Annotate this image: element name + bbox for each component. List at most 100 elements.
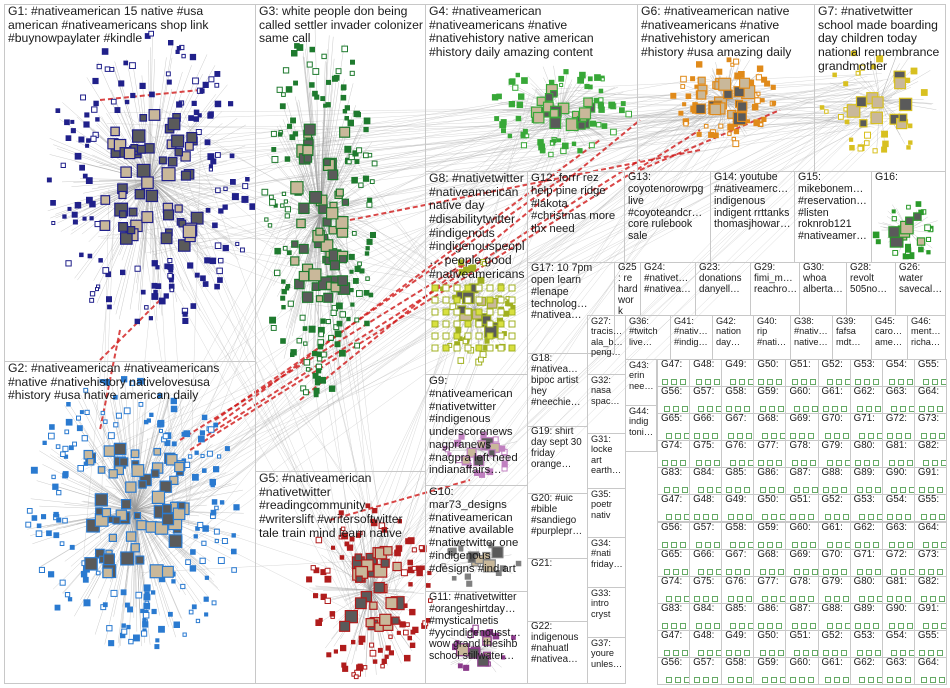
node-marker bbox=[760, 487, 767, 494]
node-marker bbox=[824, 433, 831, 440]
group-caption-g87: G87: bbox=[789, 602, 811, 614]
node-marker bbox=[760, 568, 767, 575]
group-caption-g34: G34: #nati friday… bbox=[591, 538, 623, 569]
group-panel-g22: G22: indigenous #nahuatl #nativea… bbox=[527, 621, 588, 684]
group-panel-g60: G60: bbox=[785, 386, 819, 415]
node-marker bbox=[872, 379, 879, 386]
node-marker bbox=[801, 460, 808, 467]
node-marker bbox=[714, 460, 721, 467]
node-marker bbox=[922, 541, 929, 548]
node-marker bbox=[771, 433, 778, 440]
node-marker bbox=[767, 541, 774, 548]
node-marker bbox=[769, 406, 776, 413]
edge bbox=[113, 509, 136, 541]
node-marker bbox=[856, 487, 863, 494]
edge bbox=[296, 214, 321, 263]
node-marker bbox=[707, 649, 714, 656]
group-panel-g48: G48: bbox=[689, 359, 723, 388]
group-caption-g45: G45: caro… ame… bbox=[875, 316, 905, 347]
node-marker bbox=[831, 487, 838, 494]
edge bbox=[283, 214, 321, 223]
node-marker bbox=[790, 514, 797, 521]
node-marker bbox=[776, 622, 783, 629]
node-marker bbox=[927, 568, 934, 575]
edge bbox=[50, 454, 136, 511]
node-marker bbox=[874, 487, 881, 494]
node-marker bbox=[712, 676, 719, 683]
edge bbox=[134, 478, 216, 511]
group-panel-g90: G90: bbox=[881, 602, 915, 631]
group-caption-g50: G50: bbox=[757, 494, 779, 506]
group-caption-g48: G48: bbox=[693, 629, 715, 641]
group-panel-g41: G41: #nativ… #indig… bbox=[670, 315, 713, 360]
group-panel-g87: G87: bbox=[785, 467, 819, 496]
group-panel-g37: G37: youre unles… bbox=[587, 637, 626, 684]
edge bbox=[47, 179, 151, 212]
node-marker bbox=[694, 595, 701, 602]
group-caption-g90: G90: bbox=[885, 602, 908, 614]
node-marker bbox=[936, 649, 943, 656]
node-marker bbox=[714, 379, 721, 386]
group-panel-g20: G20: #uic #bible #sandiego #purplepr… bbox=[527, 493, 588, 559]
group-panel-g52: G52: bbox=[817, 494, 851, 523]
node-marker bbox=[899, 568, 906, 575]
group-panel-g49: G49: bbox=[721, 359, 755, 388]
group-panel-g9: G9: #nativeamerican #nativetwitter #indi… bbox=[425, 374, 528, 486]
node-marker bbox=[698, 406, 705, 413]
node-marker bbox=[940, 460, 946, 467]
node-marker bbox=[858, 676, 865, 683]
node-marker bbox=[769, 568, 776, 575]
edge bbox=[134, 489, 147, 511]
node-marker bbox=[771, 514, 778, 521]
node-marker bbox=[854, 622, 861, 629]
node-marker bbox=[833, 595, 840, 602]
node-marker bbox=[746, 676, 753, 683]
group-panel-g36: G36: #twitch live… bbox=[625, 315, 671, 360]
group-panel-g33: G33: intro cryst bbox=[587, 587, 626, 638]
group-caption-g5: G5: #nativeamerican #nativetwitter #read… bbox=[259, 471, 406, 540]
node-marker bbox=[906, 541, 913, 548]
group-caption-g68: G68: bbox=[757, 548, 779, 560]
edge bbox=[118, 179, 151, 320]
node-marker bbox=[824, 514, 831, 521]
node-marker bbox=[822, 487, 829, 494]
group-panel-g86: G86: bbox=[753, 602, 787, 631]
node-marker bbox=[899, 487, 906, 494]
group-panel-g50: G50: bbox=[753, 494, 787, 523]
edge bbox=[289, 168, 321, 216]
edge bbox=[319, 58, 335, 216]
group-panel-g55: G55: bbox=[913, 629, 947, 658]
edge bbox=[49, 138, 151, 181]
node-marker bbox=[918, 406, 925, 413]
node-marker bbox=[769, 487, 776, 494]
node-marker bbox=[863, 379, 870, 386]
group-panel-g63: G63: bbox=[881, 386, 915, 415]
edge bbox=[149, 179, 185, 209]
node-marker bbox=[929, 514, 936, 521]
node-marker bbox=[744, 568, 751, 575]
group-panel-g85: G85: bbox=[721, 602, 755, 631]
node-marker bbox=[888, 379, 895, 386]
group-panel-g31: G31: locke art earth… bbox=[587, 433, 626, 489]
group-caption-g74: G74: bbox=[661, 575, 683, 587]
node-marker bbox=[886, 595, 893, 602]
group-caption-g15: G15: mikebonem… #reservation… #listen ro… bbox=[798, 171, 870, 243]
group-caption-g13: G13: coyotenorowrpg live #coyoteandcr… c… bbox=[628, 171, 707, 243]
node-marker bbox=[714, 541, 721, 548]
node-marker bbox=[865, 487, 872, 494]
group-panel-g53: G53: bbox=[849, 629, 883, 658]
node-marker bbox=[675, 676, 681, 683]
group-caption-g73: G73: bbox=[917, 413, 940, 425]
group-panel-g47: G47: bbox=[657, 494, 691, 523]
group-caption-g75: G75: bbox=[693, 575, 715, 587]
node-marker bbox=[737, 514, 744, 521]
node-marker bbox=[890, 487, 897, 494]
group-panel-g11: G11: #nativetwitter #orangeshirtday… #my… bbox=[425, 591, 528, 684]
node-marker bbox=[778, 568, 785, 575]
group-caption-g56: G56: bbox=[661, 521, 683, 533]
group-panel-g59: G59: bbox=[753, 386, 787, 415]
edge bbox=[314, 27, 321, 216]
edge bbox=[309, 587, 371, 591]
group-caption-g50: G50: bbox=[757, 359, 779, 370]
